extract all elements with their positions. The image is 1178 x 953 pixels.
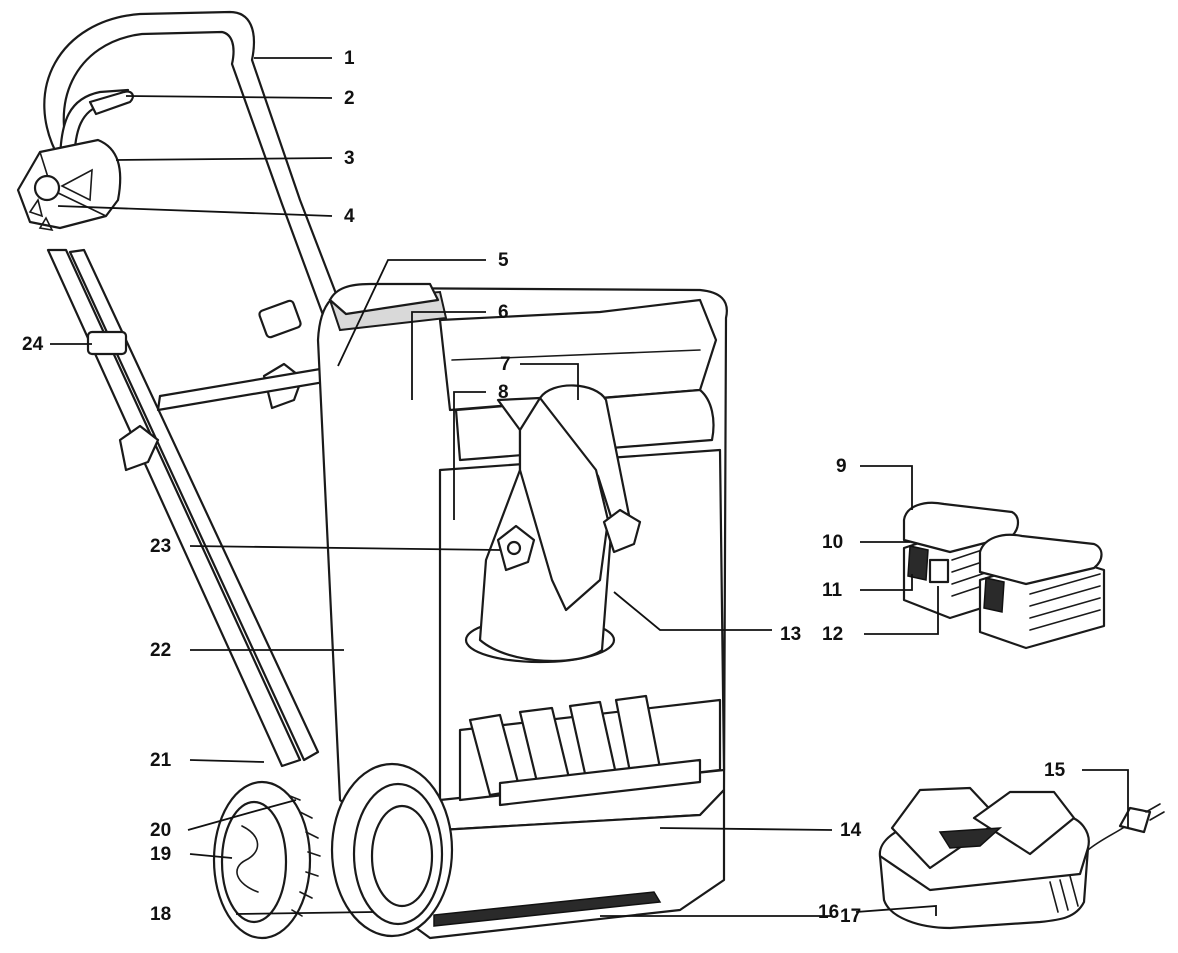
callout-7: 7 bbox=[500, 354, 511, 375]
front-wheel bbox=[330, 762, 454, 938]
rear-wheel bbox=[212, 780, 321, 940]
callout-16: 16 bbox=[818, 902, 839, 923]
power-button-icon bbox=[33, 174, 61, 202]
callout-2: 2 bbox=[344, 88, 355, 109]
batteries bbox=[902, 501, 1106, 650]
discharge-chute bbox=[464, 384, 642, 664]
callout-19: 19 bbox=[150, 844, 171, 865]
callout-5: 5 bbox=[498, 250, 509, 271]
leader-lines bbox=[50, 57, 1129, 917]
callout-14: 14 bbox=[840, 820, 862, 841]
callout-8: 8 bbox=[498, 382, 509, 403]
callout-1: 1 bbox=[344, 48, 355, 69]
snow-thrower bbox=[16, 10, 728, 940]
callout-10: 10 bbox=[822, 532, 843, 553]
callout-12: 12 bbox=[822, 624, 843, 645]
callout-13: 13 bbox=[780, 624, 801, 645]
callout-4: 4 bbox=[344, 206, 355, 227]
callout-21: 21 bbox=[150, 750, 172, 771]
callout-11: 11 bbox=[822, 580, 843, 601]
callout-15: 15 bbox=[1044, 760, 1066, 781]
callout-22: 22 bbox=[150, 640, 171, 661]
cord-clip bbox=[86, 330, 128, 356]
callout-17: 17 bbox=[840, 906, 861, 927]
switch-box bbox=[16, 138, 122, 232]
callout-23: 23 bbox=[150, 536, 171, 557]
auger bbox=[458, 694, 722, 807]
lower-handle bbox=[46, 248, 320, 768]
handle-knob-upper-left bbox=[118, 424, 160, 472]
battery-pack-rear bbox=[978, 533, 1106, 650]
callout-20: 20 bbox=[150, 820, 171, 841]
callout-18: 18 bbox=[150, 904, 171, 925]
callout-9: 9 bbox=[836, 456, 847, 477]
callout-labels: 1 2 3 4 5 6 7 8 9 10 11 12 13 14 15 16 1… bbox=[22, 48, 1066, 927]
callout-24: 24 bbox=[22, 334, 44, 355]
safety-switch-lever bbox=[88, 90, 134, 116]
callout-3: 3 bbox=[344, 148, 355, 169]
callout-6: 6 bbox=[498, 302, 509, 323]
